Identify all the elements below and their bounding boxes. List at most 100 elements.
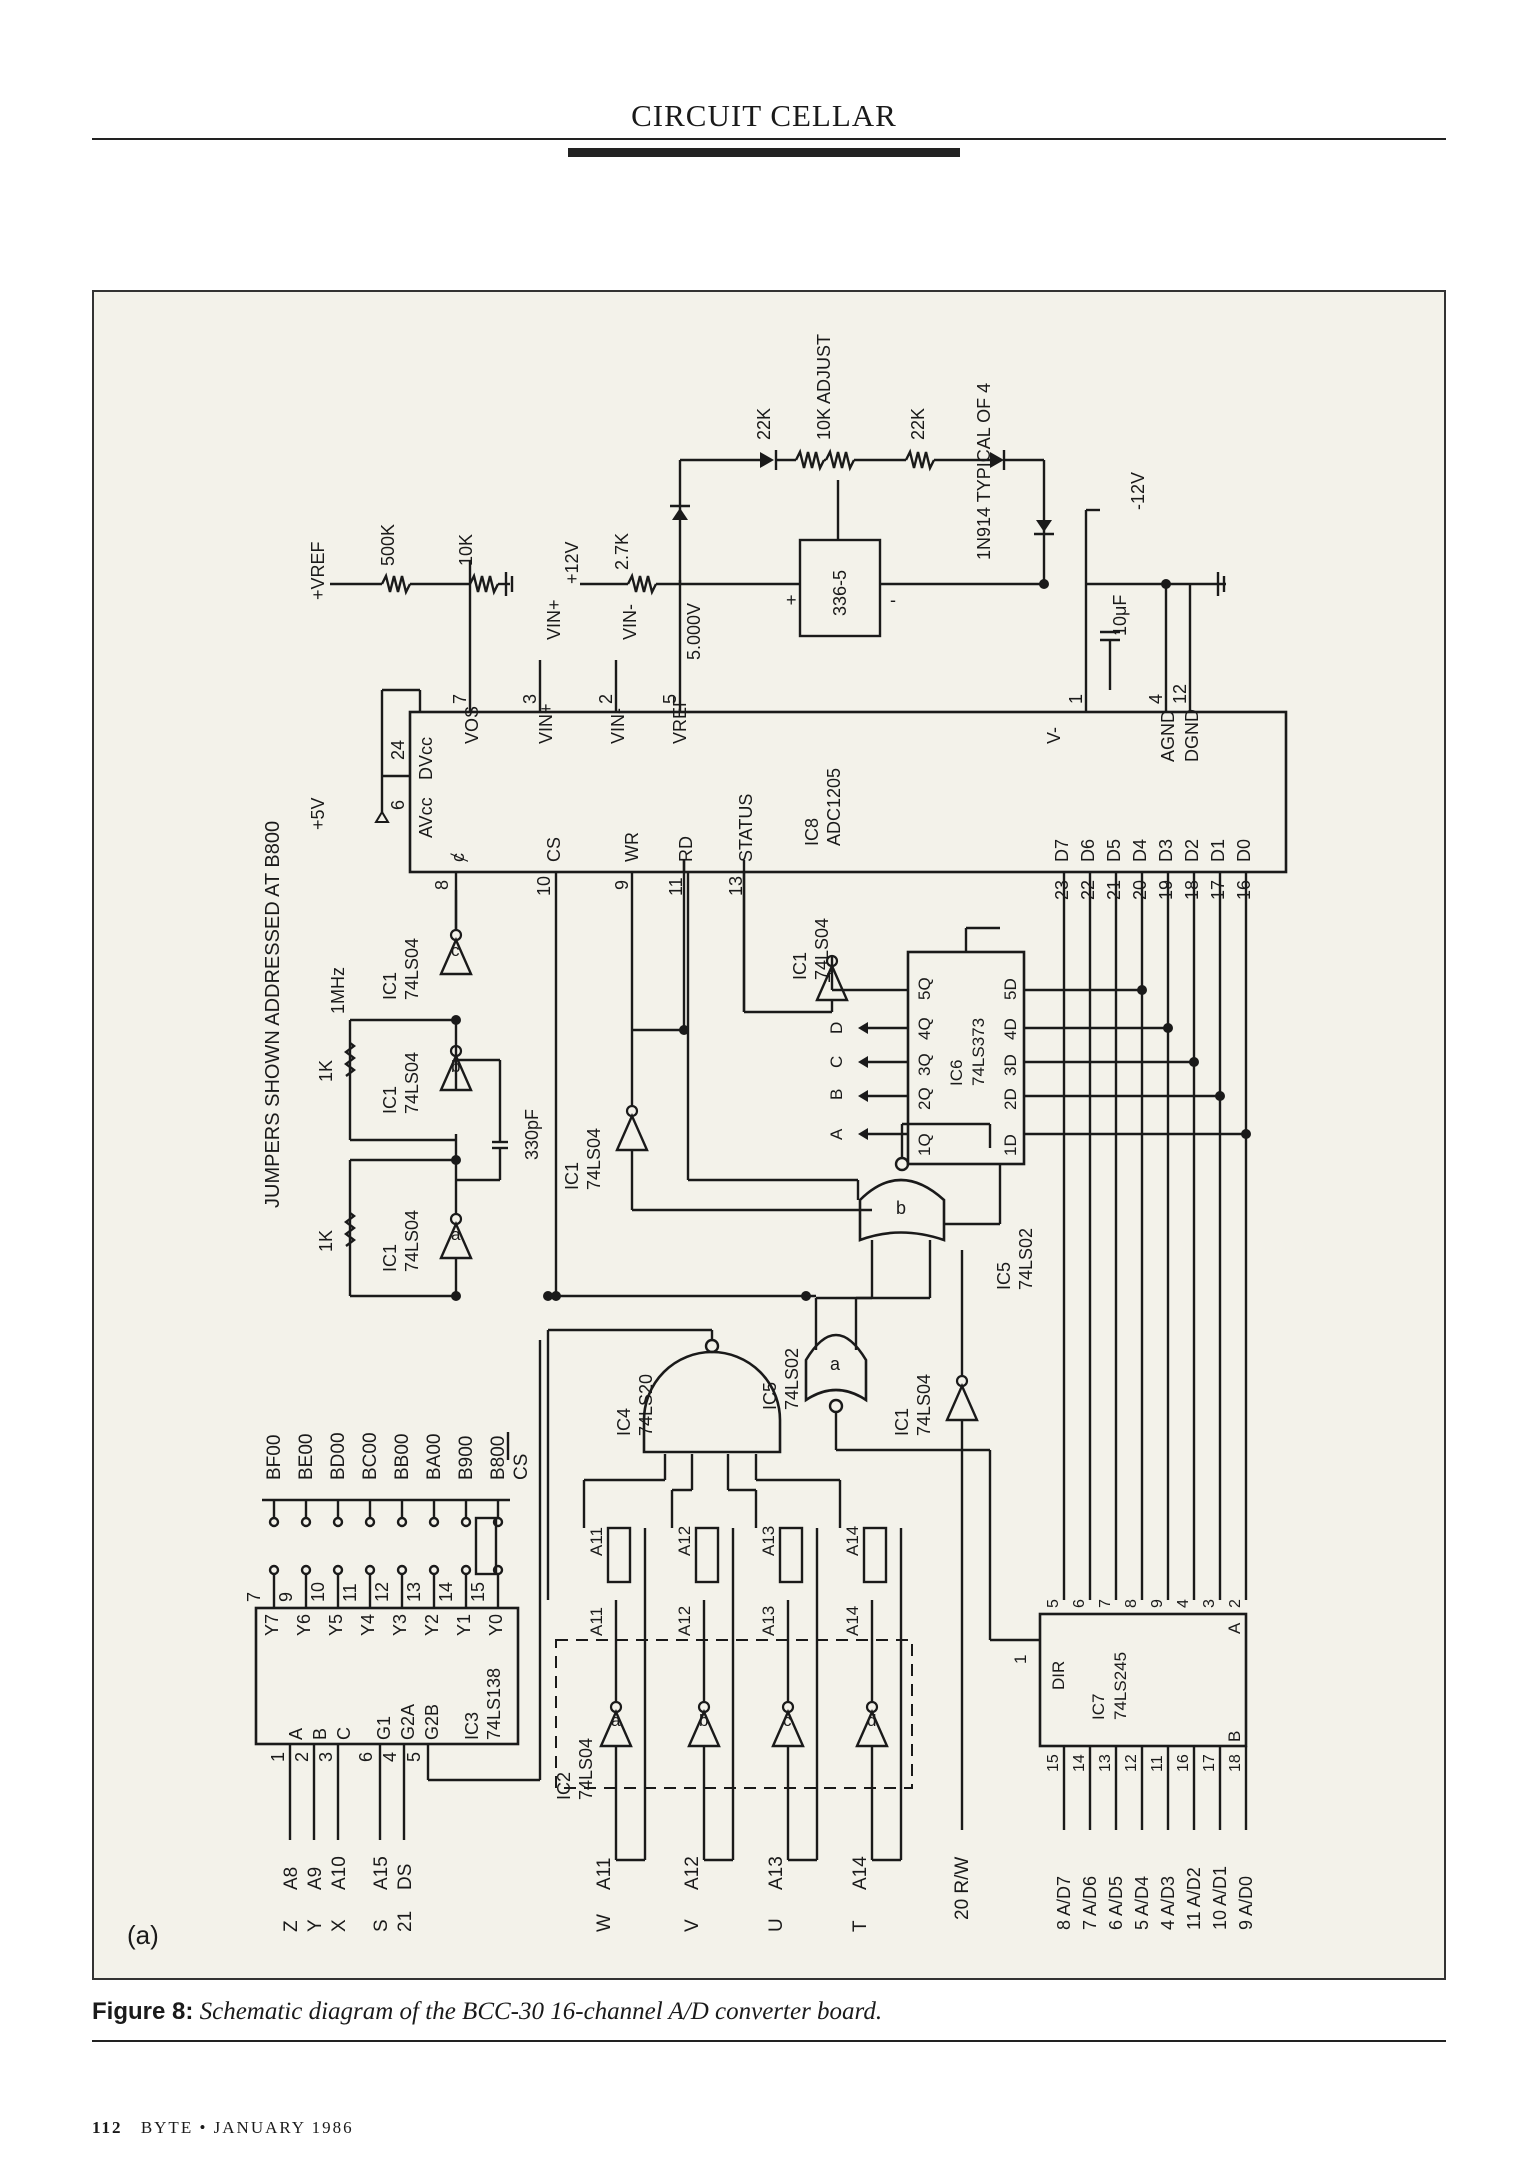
address-inputs: A8 A9 A10 A15 DS Z Y X S 21 bbox=[281, 1856, 416, 1932]
ic6-d: 4D bbox=[1001, 1018, 1020, 1040]
ch-jumper-label: A11 bbox=[587, 1527, 606, 1556]
ic7-b-pin: 14 bbox=[1071, 1754, 1088, 1772]
addr-signal: A9 bbox=[305, 1867, 326, 1890]
ic7-a-pin: 4 bbox=[1175, 1599, 1192, 1608]
osc-r1: 1K bbox=[316, 1230, 336, 1252]
ic3-pin: 10 bbox=[308, 1582, 328, 1602]
ic1e-inverter bbox=[945, 1374, 979, 1422]
ic8-pin-name: RD bbox=[676, 836, 696, 862]
ic5a-bubble bbox=[828, 1398, 844, 1414]
ic8-data-pin: 18 bbox=[1182, 880, 1202, 900]
jumper-label: BD00 bbox=[328, 1432, 349, 1480]
vref-network bbox=[330, 572, 514, 596]
ic8-data-name: D4 bbox=[1130, 839, 1150, 862]
ic3-decoder bbox=[254, 1606, 520, 1746]
jumper-label: B900 bbox=[456, 1436, 477, 1480]
addr-conn: S bbox=[371, 1919, 392, 1932]
ic6-labels: IC6 74LS373 1Q 2Q 3Q 4Q 5Q 1D 2D 3D 4D 5… bbox=[827, 977, 1020, 1156]
ic7-a-pin: 5 bbox=[1045, 1599, 1062, 1608]
ic8-data-pin: 19 bbox=[1156, 880, 1176, 900]
ic3-out: Y0 bbox=[486, 1614, 506, 1636]
ic3-pin: 4 bbox=[380, 1752, 400, 1762]
ref-minus: - bbox=[890, 590, 896, 610]
ic7-pin-numbers: 5 6 7 8 9 4 3 2 15 14 13 12 11 16 17 18 bbox=[1045, 1599, 1244, 1772]
ic6-q: 1Q bbox=[915, 1133, 934, 1156]
ic8-part: ADC1205 bbox=[824, 768, 844, 846]
ic3-in: G2B bbox=[422, 1704, 442, 1740]
gate-letter: b bbox=[699, 1711, 708, 1730]
gate-letter: c bbox=[783, 1711, 792, 1730]
ic6-d: 1D bbox=[1001, 1134, 1020, 1156]
ic8-adc bbox=[408, 710, 1288, 874]
vp12-label: +12V bbox=[562, 541, 582, 584]
page-footer: 112 BYTE • JANUARY 1986 bbox=[92, 2118, 354, 2138]
ic7-b-pin: 17 bbox=[1201, 1754, 1218, 1772]
osc-gate-c: c bbox=[451, 941, 460, 960]
ic6-out: D bbox=[827, 1022, 846, 1034]
ic8-top-pin: 24 bbox=[388, 740, 408, 760]
ic4-bubble bbox=[704, 1338, 720, 1354]
jumper-label: BA00 bbox=[424, 1434, 445, 1480]
ic7-a-pin: 3 bbox=[1201, 1599, 1218, 1608]
r10k-label: 10K bbox=[456, 534, 476, 566]
bus-label: 11 A/D2 bbox=[1184, 1867, 1204, 1930]
ic1e-part: 74LS04 bbox=[914, 1374, 934, 1436]
ic8-right-name: DGND bbox=[1182, 709, 1202, 762]
caption-lead: Figure 8: bbox=[92, 1998, 194, 2025]
ic6-q: 3Q bbox=[915, 1053, 934, 1076]
ref-part: 336-5 bbox=[830, 570, 850, 616]
junction-dot bbox=[543, 1291, 553, 1301]
ic8-right-pin: 2 bbox=[596, 694, 616, 704]
ic8-data-pin: 20 bbox=[1130, 880, 1150, 900]
ch-jumper-label: A13 bbox=[759, 1526, 778, 1556]
jumper-label: BC00 bbox=[360, 1432, 381, 1480]
osc-part: 74LS04 bbox=[402, 1210, 422, 1272]
addr-conn: Y bbox=[305, 1919, 326, 1932]
ic8-right-pin: 12 bbox=[1170, 684, 1190, 704]
addr-conn: X bbox=[329, 1919, 350, 1932]
diode-note: 1N914 TYPICAL OF 4 bbox=[974, 383, 994, 560]
junction-dot bbox=[451, 1015, 461, 1025]
ic5a-ref: IC5 bbox=[760, 1382, 780, 1410]
ic7-b-pin: 11 bbox=[1149, 1755, 1166, 1772]
ic8-pin-name: STATUS bbox=[736, 794, 756, 862]
ic3-ref: IC3 bbox=[462, 1712, 482, 1740]
ic3-pin: 2 bbox=[292, 1752, 312, 1762]
ic3-pin: 9 bbox=[276, 1592, 296, 1602]
vneg-label: -12V bbox=[1128, 472, 1148, 510]
ic8-labels: IC8 ADC1205 ȼ CS WR RD STATUS 8 10 9 11 … bbox=[388, 684, 1254, 900]
ic3-out: Y6 bbox=[294, 1614, 314, 1636]
ic3-pin-labels: Y7 Y6 Y5 Y4 Y3 Y2 Y1 Y0 7 9 10 11 12 13 … bbox=[244, 1582, 506, 1762]
r500k-label: 500K bbox=[378, 524, 398, 566]
ic3-pin: 14 bbox=[436, 1582, 456, 1602]
ic7-a-pin: 9 bbox=[1149, 1599, 1166, 1608]
ch-signal: A14 bbox=[850, 1856, 871, 1890]
ic1f-ref: IC1 bbox=[790, 952, 810, 980]
vin-plus-label: VIN+ bbox=[544, 599, 564, 640]
ic8-right-name: VREF bbox=[670, 696, 690, 744]
ic8-data-pin: 16 bbox=[1234, 880, 1254, 900]
ic7-a-pin: 8 bbox=[1123, 1599, 1140, 1608]
ic3-in: G1 bbox=[374, 1716, 394, 1740]
ic6-d: 3D bbox=[1001, 1054, 1020, 1076]
jumper-shunt bbox=[474, 1516, 498, 1576]
junction-dot bbox=[1137, 985, 1147, 995]
bus-label: 7 A/D6 bbox=[1080, 1876, 1100, 1930]
ic7-b-pin: 18 bbox=[1227, 1754, 1244, 1772]
ic6-ref: IC6 bbox=[947, 1060, 966, 1086]
ic3-pin: 6 bbox=[356, 1752, 376, 1762]
supply-wiring bbox=[1086, 508, 1226, 690]
trim-r-top: 22K bbox=[754, 408, 774, 440]
ic7-side-b: B bbox=[1225, 1731, 1244, 1742]
ic3-in: A bbox=[286, 1728, 306, 1740]
ch-signal: A13 bbox=[766, 1856, 787, 1890]
ic7-side-a: A bbox=[1225, 1622, 1244, 1634]
addr-signal: DS bbox=[395, 1864, 416, 1890]
junction-dot bbox=[1241, 1129, 1251, 1139]
ic1f-letter: f bbox=[827, 967, 832, 986]
ic6-q: 4Q bbox=[915, 1017, 934, 1040]
ch-jumper-label: A14 bbox=[843, 1526, 862, 1556]
junction-dot bbox=[679, 1025, 689, 1035]
ic7-labels: DIR 1 IC7 74LS245 A B bbox=[1011, 1622, 1244, 1742]
